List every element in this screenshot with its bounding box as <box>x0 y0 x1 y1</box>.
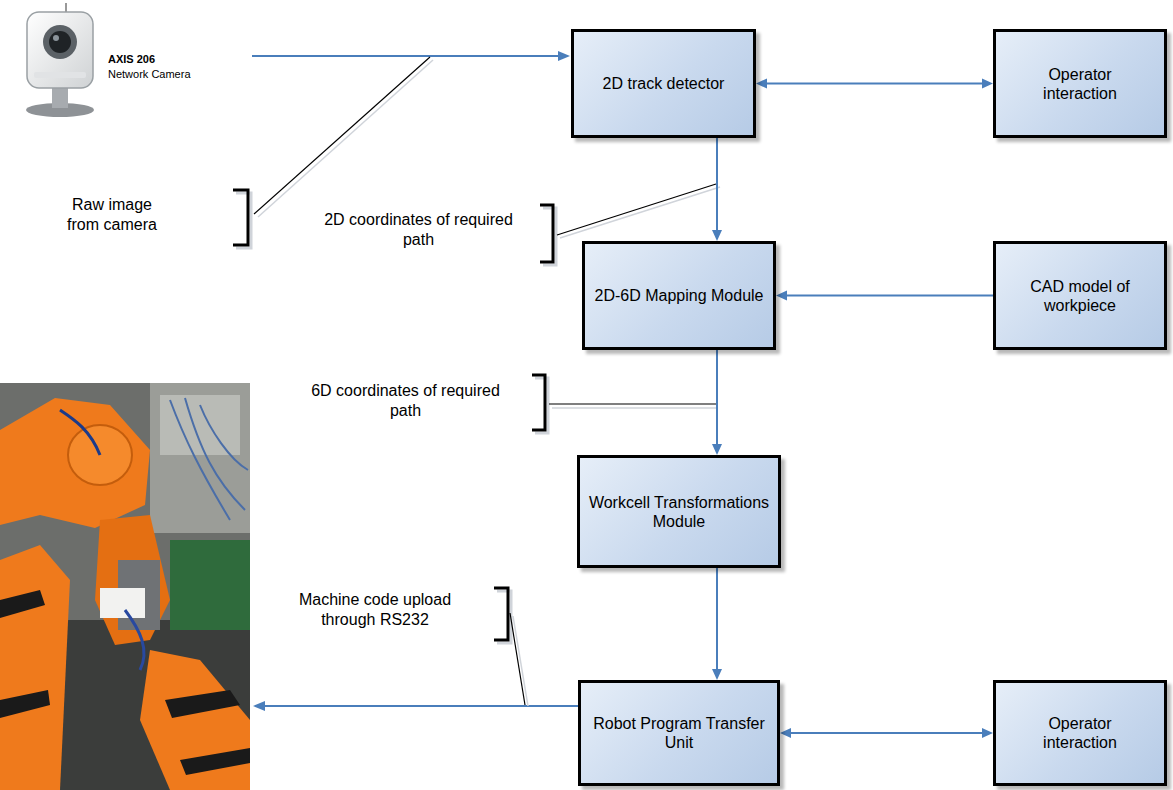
arrowhead <box>982 728 993 738</box>
connector-line <box>790 732 983 734</box>
arrowhead <box>712 444 722 455</box>
flow-arrow <box>756 79 993 89</box>
connector-line <box>716 138 718 231</box>
network-camera <box>26 3 94 117</box>
upload-arrow <box>253 701 582 711</box>
camera-type: Network Camera <box>108 67 228 81</box>
box-label: Operator interaction <box>1025 714 1135 752</box>
box-label: 2D-6D Mapping Module <box>595 286 764 305</box>
leader-lines <box>254 57 716 705</box>
connector-line <box>716 568 718 670</box>
box-label: Operator interaction <box>1025 65 1135 103</box>
arrowhead <box>712 669 722 680</box>
flow-arrow <box>776 291 993 301</box>
image-arrow <box>252 51 570 61</box>
data-note: 2D coordinates of required path <box>316 210 521 250</box>
flow-arrow <box>780 728 993 738</box>
flow-arrow <box>712 138 722 241</box>
bracket-shadows <box>236 60 720 706</box>
flow-arrow <box>712 350 722 455</box>
connector-line <box>766 83 983 85</box>
process-box: CAD model of workpiece <box>993 241 1167 350</box>
data-note: 6D coordinates of required path <box>303 381 508 421</box>
camera-model: AXIS 206 <box>108 52 228 66</box>
process-box: Operator interaction <box>993 29 1167 138</box>
process-box: 2D track detector <box>571 29 756 138</box>
process-box: 2D-6D Mapping Module <box>582 241 776 350</box>
flow-arrow <box>712 568 722 680</box>
data-note: Machine code upload through RS232 <box>290 590 460 630</box>
brackets <box>233 190 553 640</box>
arrowhead <box>780 728 791 738</box>
arrowhead <box>756 79 767 89</box>
arrowhead <box>776 291 787 301</box>
data-note: Raw image from camera <box>62 195 162 235</box>
process-box: Operator interaction <box>993 680 1167 786</box>
arrowhead <box>712 230 722 241</box>
robot-photo <box>0 383 250 790</box>
process-box: Robot Program Transfer Unit <box>578 680 780 786</box>
connector-line <box>786 295 993 297</box>
arrowhead <box>982 79 993 89</box>
box-label: CAD model of workpiece <box>1018 277 1143 315</box>
box-label: 2D track detector <box>603 74 725 93</box>
box-label: Robot Program Transfer Unit <box>587 714 771 752</box>
process-box: Workcell Transformations Module <box>577 455 781 568</box>
box-label: Workcell Transformations Module <box>586 493 772 531</box>
connector-line <box>716 350 718 445</box>
